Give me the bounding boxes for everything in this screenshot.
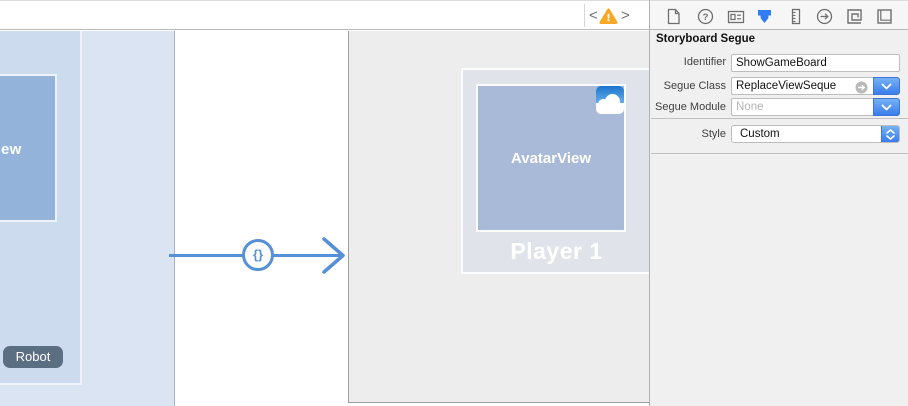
style-stepper-button[interactable] [881, 126, 899, 142]
jump-bar-separator [584, 4, 585, 27]
identifier-input[interactable] [731, 54, 900, 72]
image-placeholder-cloud-icon [596, 86, 624, 114]
segue-arrowhead-icon [322, 237, 345, 274]
tab-identity-inspector[interactable] [724, 7, 748, 26]
left-avatar-view[interactable] [0, 74, 57, 222]
style-value: Custom [740, 128, 780, 140]
segue-module-placeholder: None [736, 101, 764, 113]
svg-text:?: ? [702, 12, 708, 23]
segue-class-value: ReplaceViewSeque [736, 80, 837, 92]
chevron-down-icon [886, 134, 895, 140]
left-avatar-label: ew [1, 141, 22, 158]
player1-avatar-label: AvatarView [510, 149, 592, 167]
tab-bindings-inspector[interactable] [842, 7, 866, 26]
warning-icon[interactable] [599, 8, 618, 25]
inspector-divider [651, 118, 908, 119]
storyboard-canvas[interactable]: ew Robot {} AvatarView Player 1 [0, 31, 650, 406]
tab-file-inspector[interactable] [661, 7, 685, 26]
tab-attributes-inspector[interactable] [752, 7, 776, 26]
chevron-up-icon [886, 128, 895, 134]
chevron-down-icon [881, 83, 892, 89]
editor-jump-bar: < > [0, 0, 649, 30]
navigate-back-button[interactable]: < [589, 7, 598, 24]
identifier-label: Identifier [683, 56, 726, 68]
robot-button[interactable]: Robot [3, 346, 63, 368]
segue-module-combobox[interactable]: None [731, 98, 900, 116]
style-popup-button[interactable]: Custom [731, 125, 900, 143]
jump-to-class-icon[interactable] [855, 81, 868, 94]
segue-module-label: Segue Module [655, 101, 726, 113]
segue-class-dropdown-button[interactable] [873, 77, 900, 95]
tab-quick-help-inspector[interactable]: ? [693, 7, 717, 26]
segue-class-combobox[interactable]: ReplaceViewSeque [731, 77, 900, 95]
tab-connections-inspector[interactable] [812, 7, 836, 26]
tab-size-inspector[interactable] [783, 7, 807, 26]
style-label: Style [701, 128, 726, 140]
navigate-forward-button[interactable]: > [621, 7, 630, 24]
player1-title-label: Player 1 [510, 238, 603, 264]
container-view-panel[interactable]: AvatarView Player 1 [348, 31, 650, 403]
tab-view-effects-inspector[interactable] [872, 7, 896, 26]
player1-container-view[interactable]: AvatarView Player 1 [461, 68, 650, 274]
inspector-tab-bar: ? [650, 0, 908, 30]
utilities-inspector-panel: ? [649, 0, 908, 406]
left-scene-selected[interactable]: ew Robot [0, 31, 175, 406]
segue-module-dropdown-button[interactable] [873, 98, 900, 116]
segue-custom-badge[interactable]: {} [242, 239, 274, 271]
inspector-section-title: Storyboard Segue [656, 33, 756, 45]
segue-class-label: Segue Class [663, 80, 726, 92]
chevron-down-icon [881, 104, 892, 110]
player1-avatar-view[interactable]: AvatarView [476, 84, 626, 232]
inspector-divider [651, 153, 908, 154]
